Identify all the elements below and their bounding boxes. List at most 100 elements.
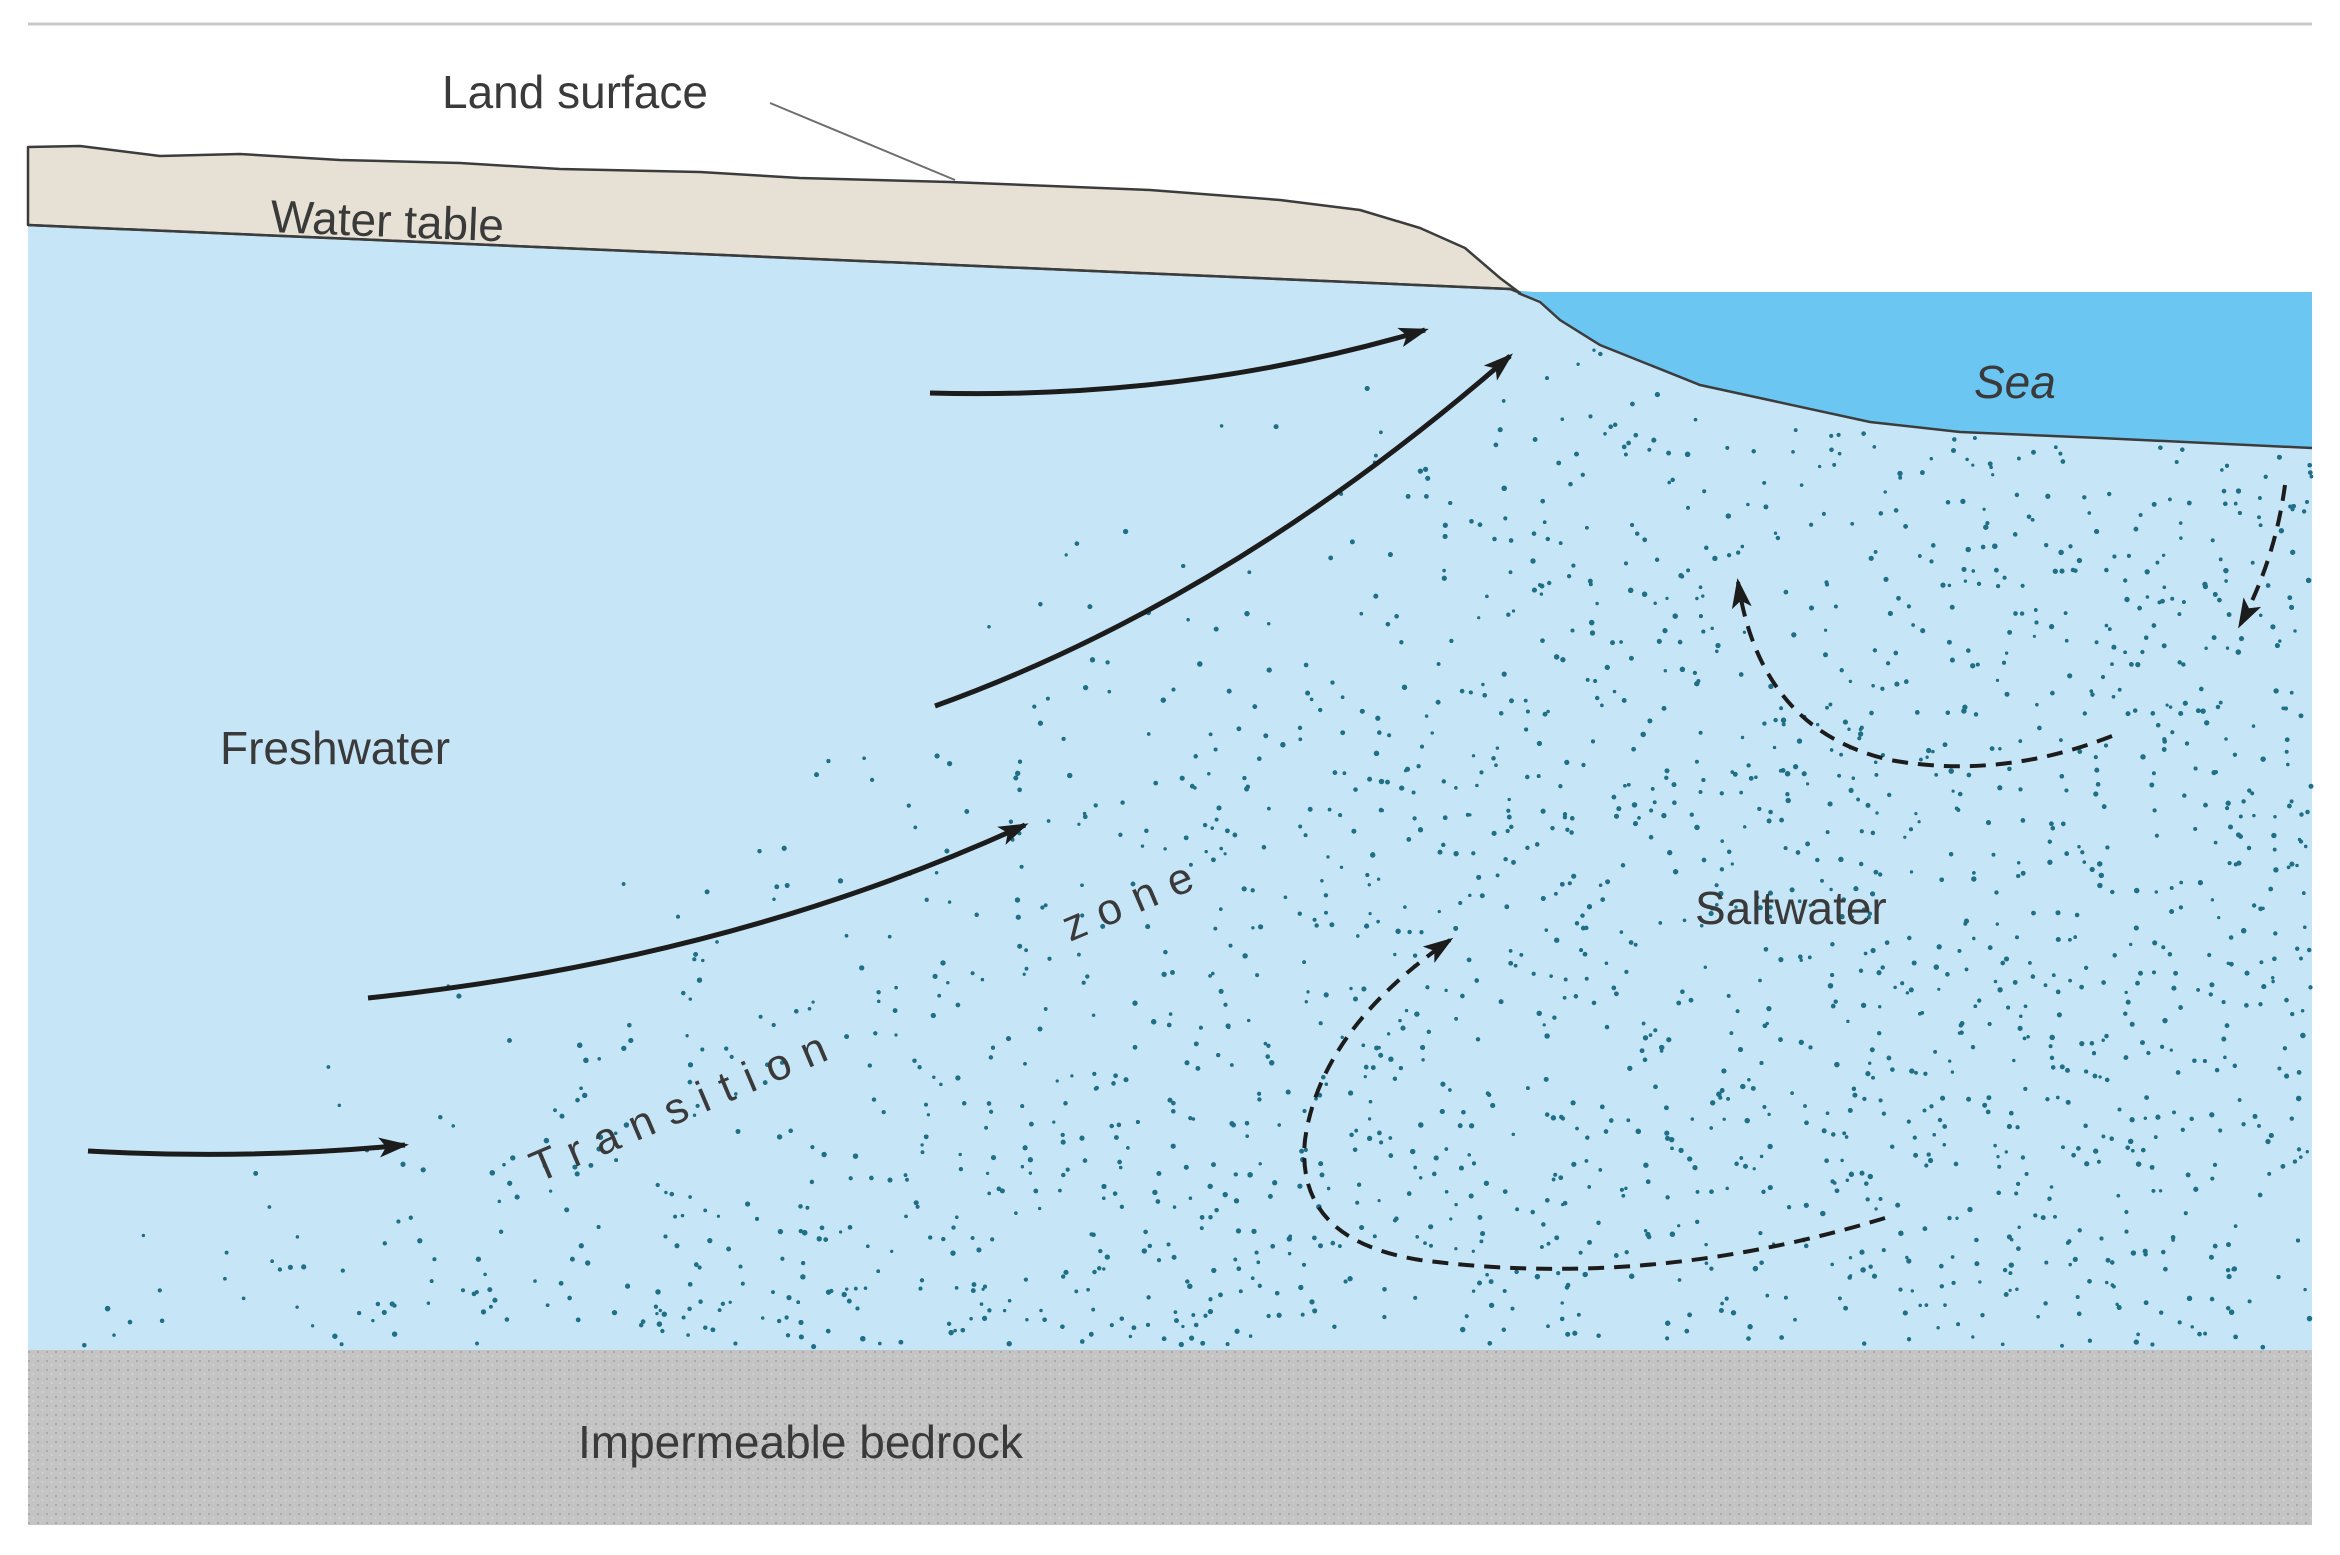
salt-dot — [2151, 623, 2157, 628]
salt-dot — [1233, 1172, 1238, 1177]
salt-dot — [738, 1264, 743, 1269]
salt-dot — [2235, 649, 2241, 655]
salt-dot — [1829, 748, 1834, 752]
salt-dot — [2210, 538, 2215, 543]
salt-dot — [2180, 447, 2185, 452]
salt-dot — [1551, 1177, 1556, 1182]
salt-dot — [2091, 1051, 2097, 1056]
salt-dot — [687, 1062, 694, 1068]
salt-dot — [1189, 1335, 1195, 1341]
salt-dot — [1223, 852, 1227, 856]
salt-dot — [2257, 1123, 2261, 1128]
salt-dot — [489, 1170, 495, 1176]
salt-dot — [1477, 1215, 1483, 1220]
salt-dot — [2105, 1257, 2111, 1263]
salt-dot — [1216, 1053, 1221, 1058]
salt-dot — [2135, 661, 2141, 668]
salt-dot — [1314, 923, 1319, 928]
water-table-label: Water table — [270, 190, 505, 251]
salt-dot — [2218, 700, 2223, 705]
salt-dot — [382, 1241, 388, 1246]
salt-dot — [295, 1235, 300, 1239]
salt-dot — [1950, 1070, 1955, 1074]
salt-dot — [1704, 545, 1709, 550]
salt-dot — [1694, 681, 1700, 687]
salt-dot — [2032, 634, 2036, 638]
salt-dot — [1589, 619, 1595, 626]
salt-dot — [1922, 1108, 1927, 1113]
salt-dot — [2172, 1110, 2176, 1115]
salt-dot — [2012, 979, 2018, 985]
salt-dot — [1385, 779, 1390, 785]
salt-dot — [860, 1336, 866, 1342]
salt-dot — [1772, 745, 1777, 750]
salt-dot — [1359, 708, 1365, 714]
salt-dot — [2198, 686, 2204, 692]
salt-dot — [887, 1177, 893, 1183]
salt-dot — [1170, 1143, 1176, 1149]
salt-dot — [2278, 528, 2285, 534]
salt-dot — [912, 1058, 917, 1063]
salt-dot — [1929, 457, 1933, 461]
water-table-line — [27, 223, 1511, 291]
salt-dot — [724, 1046, 729, 1051]
salt-dot — [2214, 770, 2218, 775]
salt-dot — [2227, 824, 2234, 830]
salt-dot — [913, 825, 918, 830]
salt-dot — [1191, 1313, 1196, 1317]
salt-dot — [1591, 1000, 1597, 1006]
salt-dot — [988, 1109, 994, 1114]
salt-dot — [1870, 891, 1876, 897]
salt-dot — [2117, 687, 2122, 692]
salt-dot — [970, 1288, 976, 1294]
salt-dot — [1604, 1024, 1610, 1030]
salt-dot — [2150, 1342, 2155, 1347]
salt-dot — [507, 1180, 513, 1186]
salt-dot — [2251, 903, 2257, 908]
salt-dot — [2309, 474, 2314, 479]
salt-dot — [1152, 1189, 1158, 1196]
salt-dot — [1695, 1190, 1700, 1194]
salt-dot — [1893, 985, 1897, 990]
salt-dot — [1945, 710, 1950, 715]
salt-dot — [1449, 638, 1454, 644]
salt-dot — [1909, 827, 1913, 832]
salt-dot — [1581, 762, 1586, 768]
salt-dot — [1343, 1279, 1348, 1284]
salt-dot — [1536, 1010, 1542, 1016]
salt-dot — [2307, 470, 2313, 475]
salt-dot — [1843, 1305, 1848, 1311]
salt-dot — [2241, 1122, 2246, 1127]
salt-dot — [1269, 1060, 1275, 1066]
salt-dot — [1874, 1207, 1878, 1211]
salt-dot — [2016, 1246, 2021, 1251]
salt-dot — [1580, 925, 1586, 931]
salt-dot — [1593, 678, 1598, 684]
salt-dot — [1825, 1111, 1830, 1116]
salt-dot — [543, 1137, 550, 1144]
salt-dot — [1387, 733, 1392, 738]
salt-dot — [958, 1167, 963, 1172]
salt-dot — [2124, 596, 2130, 603]
salt-dot — [1562, 812, 1568, 817]
salt-dot — [1750, 1085, 1756, 1091]
salt-dot — [1526, 1086, 1530, 1090]
salt-dot — [1536, 740, 1542, 746]
salt-dot — [2133, 925, 2139, 931]
salt-dot — [2036, 1314, 2040, 1319]
salt-dot — [1403, 769, 1408, 773]
salt-dot — [2292, 1159, 2297, 1164]
salt-dot — [2151, 501, 2157, 507]
salt-dot — [1223, 1002, 1228, 1007]
salt-dot — [2247, 788, 2252, 793]
salt-dot — [1476, 874, 1482, 880]
salt-dot — [1578, 1250, 1583, 1255]
salt-dot — [716, 1214, 721, 1218]
salt-dot — [2284, 737, 2290, 743]
salt-dot — [1659, 1044, 1665, 1051]
salt-dot — [1342, 771, 1347, 776]
salt-dot — [1525, 774, 1530, 780]
salt-dot — [2012, 532, 2018, 537]
salt-dot — [1244, 786, 1249, 792]
salt-dot — [2207, 952, 2212, 958]
